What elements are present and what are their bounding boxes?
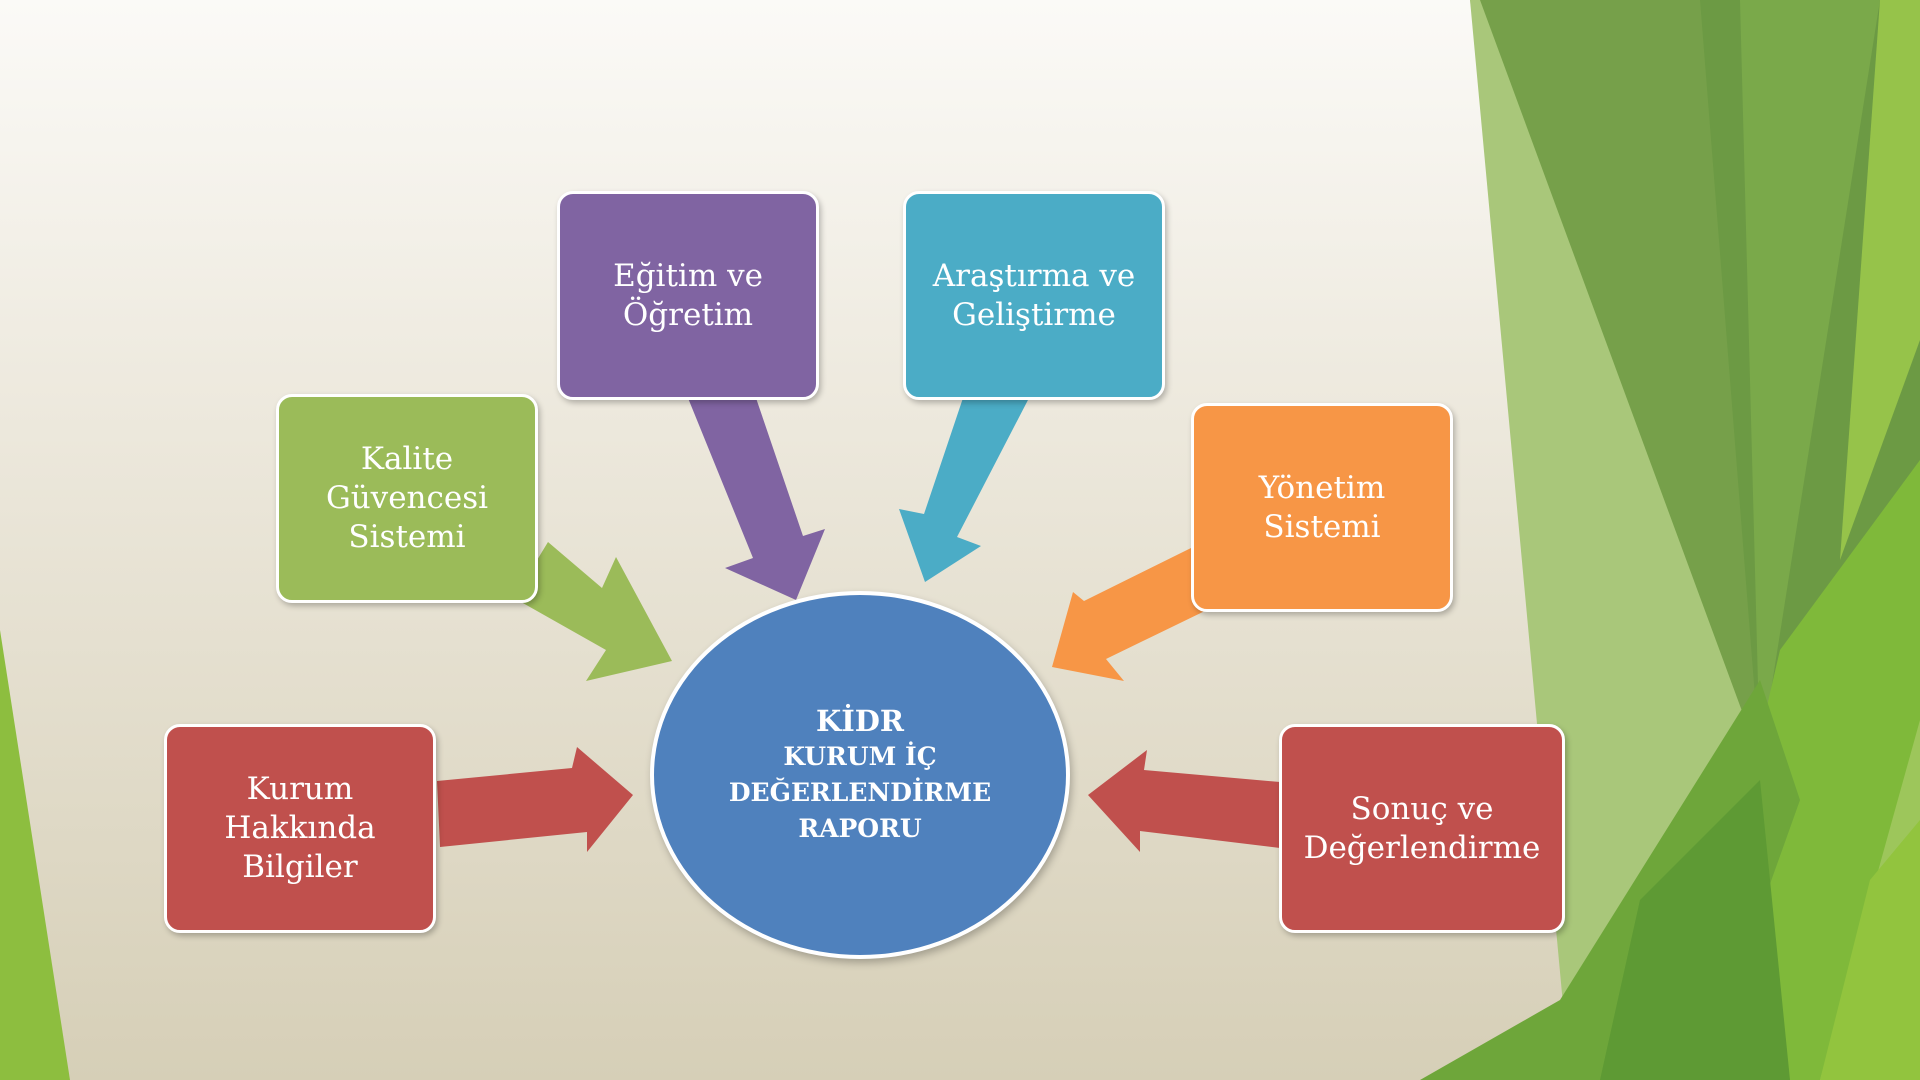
decorative-left-sliver (0, 630, 70, 1080)
decorative-green-shapes (1420, 0, 1920, 1080)
arrow-arastirma (899, 398, 1029, 582)
node-egitim-ve-ogretim: Eğitim ve Öğretim (557, 191, 819, 400)
center-title: KİDR (815, 704, 905, 738)
arrow-kurum (437, 747, 633, 852)
node-kalite-guvencesi-sistemi: Kalite Güvencesi Sistemi (276, 394, 538, 603)
node-arastirma-ve-gelistirme: Araştırma ve Geliştirme (903, 191, 1165, 400)
arrow-kalite (514, 542, 672, 681)
node-label: Kalite Güvencesi Sistemi (325, 441, 489, 555)
node-label: Kurum Hakkında Bilgiler (224, 771, 376, 885)
node-label: Araştırma ve Geliştirme (932, 257, 1136, 333)
center-line-2: KURUM İÇ (783, 742, 937, 771)
node-label: Sonuç ve Değerlendirme (1303, 790, 1541, 866)
arrow-egitim (688, 398, 825, 600)
node-label: Yönetim Sistemi (1258, 469, 1386, 545)
arrow-yonetim (1052, 548, 1211, 681)
arrows (437, 398, 1280, 852)
center-line-3: DEĞERLENDİRME (728, 778, 992, 807)
arrow-sonuc (1088, 750, 1280, 852)
center-kidr-report: KİDR KURUM İÇ DEĞERLENDİRME RAPORU (650, 591, 1070, 959)
node-yonetim-sistemi: Yönetim Sistemi (1191, 403, 1453, 612)
node-label: Eğitim ve Öğretim (613, 257, 763, 333)
center-line-4: RAPORU (798, 814, 922, 843)
node-sonuc-ve-degerlendirme: Sonuç ve Değerlendirme (1279, 724, 1565, 933)
node-kurum-hakkinda-bilgiler: Kurum Hakkında Bilgiler (164, 724, 436, 933)
